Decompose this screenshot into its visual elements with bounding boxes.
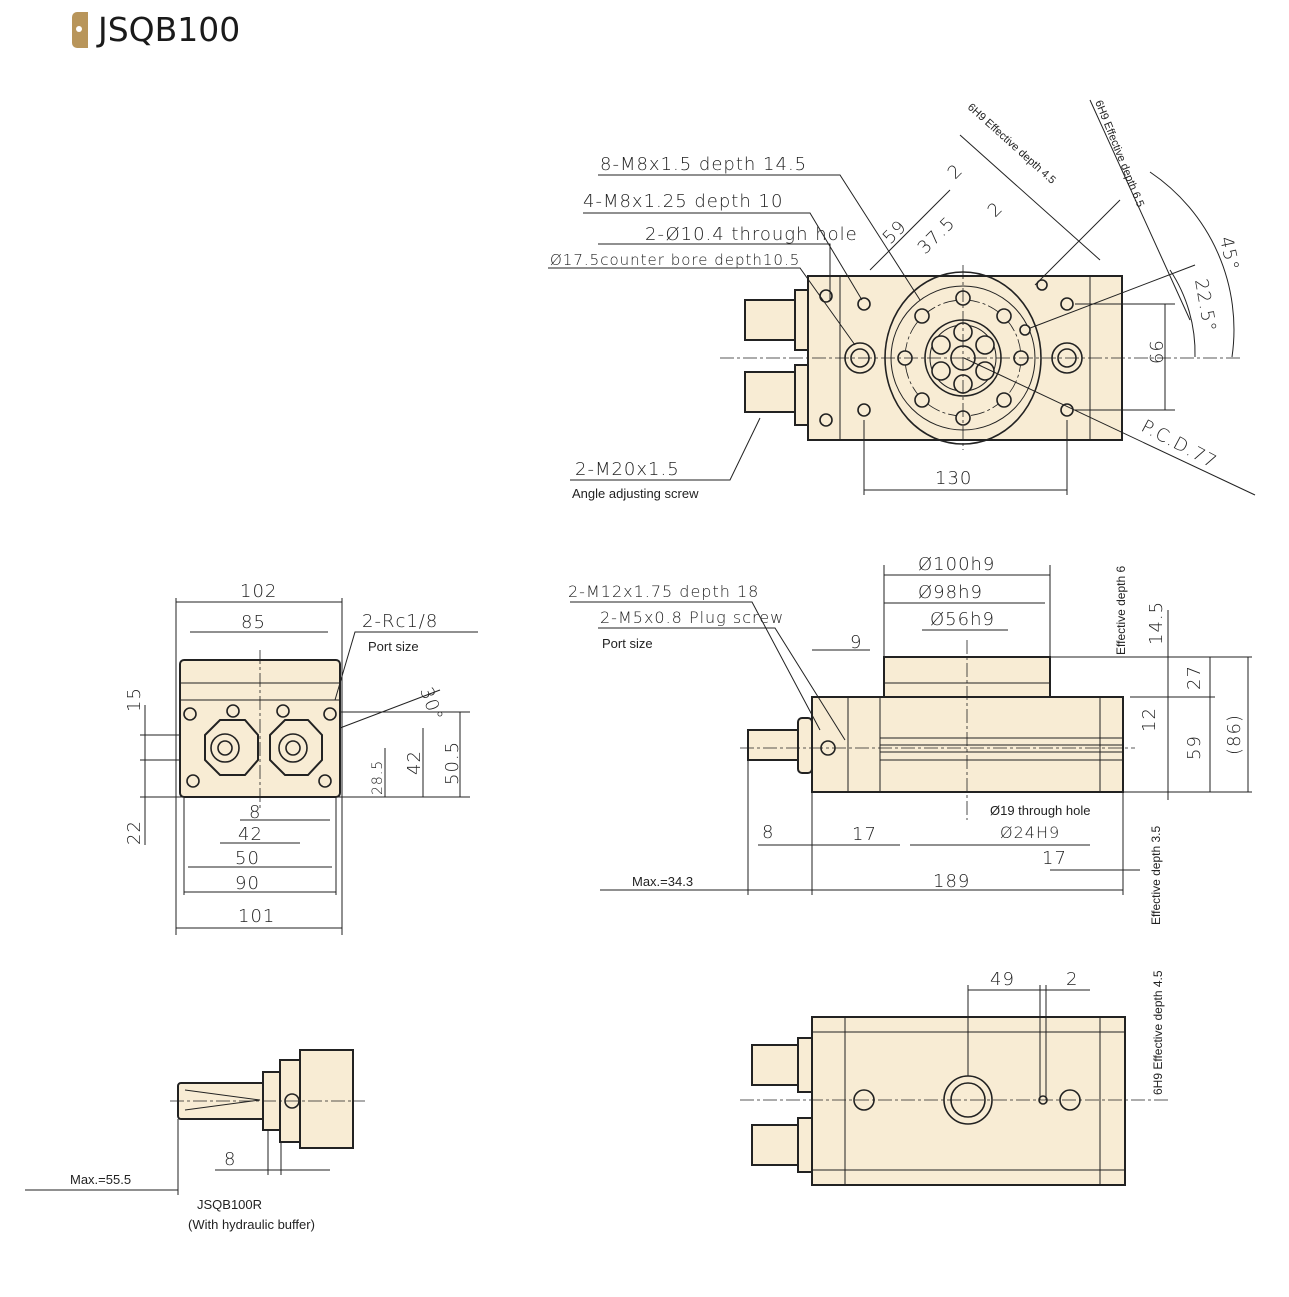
dim-49: 49: [990, 969, 1015, 990]
top-view: 8-M8x1.5 depth 14.5 4-M8x1.25 depth 10 2…: [548, 99, 1256, 501]
angle-45: 45°: [1215, 235, 1243, 274]
dim-17b: 17: [1042, 848, 1067, 869]
dim-d56: Ø56h9: [930, 609, 995, 630]
label-eff-depth-6: Effective depth 6: [1114, 566, 1128, 656]
dim-50: 50: [235, 848, 260, 869]
dim-8-buffer: 8: [224, 1149, 236, 1170]
dim-17a: 17: [852, 824, 877, 845]
label-through-hole: 2-Ø10.4 through hole: [645, 224, 858, 245]
label-max-34-3: Max.=34.3: [632, 874, 693, 889]
dim-130: 130: [935, 468, 972, 489]
dim-102: 102: [240, 581, 277, 602]
dim-90: 90: [235, 873, 260, 894]
dim-189: 189: [933, 871, 970, 892]
dim-pcd: P.C.D.77: [1138, 416, 1221, 473]
label-port-size: Port size: [602, 636, 653, 651]
dim-27: 27: [1184, 665, 1205, 690]
dim-99: 99: [1145, 340, 1166, 365]
angle-30: 30°: [415, 685, 447, 725]
dim-101: 101: [238, 906, 275, 927]
label-m5-plug: 2-M5x0.8 Plug screw: [600, 608, 784, 627]
dim-8-side: 8: [249, 802, 261, 823]
label-8-m8-depth: 8-M8x1.5 depth 14.5: [600, 154, 807, 175]
dim-12: 12: [1139, 707, 1160, 732]
dim-86: (86): [1224, 714, 1245, 755]
dim-22: 22: [124, 820, 145, 845]
dim-42-height: 42: [404, 750, 425, 775]
dim-d98: Ø98h9: [918, 582, 983, 603]
label-adjust-screw: 2-M20x1.5: [575, 459, 680, 480]
dim-9: 9: [850, 632, 862, 653]
dim-28-5: 28.5: [370, 760, 386, 795]
dim-59-height: 59: [1184, 735, 1205, 760]
front-view: Ø100h9 Ø98h9 Ø56h9 2-M12x1.75 depth 18 2…: [568, 554, 1252, 925]
page-title: JSQB100: [72, 10, 240, 49]
label-m12-depth: 2-M12x1.75 depth 18: [568, 582, 759, 601]
dim-2a: 2: [944, 160, 968, 184]
label-d19-hole: Ø19 through hole: [990, 803, 1090, 818]
label-eff-depth-3-5: Effective depth 3.5: [1149, 825, 1163, 925]
label-4-m8-depth: 4-M8x1.25 depth 10: [583, 191, 783, 212]
dim-d24: Ø24H9: [1000, 823, 1060, 842]
label-rc-port: 2-Rc1/8: [362, 611, 438, 632]
dim-50-5: 50.5: [442, 741, 463, 785]
label-adjust-screw-note: Angle adjusting screw: [572, 486, 699, 501]
bottom-view: 49 2 6H9 Effective depth 4.5: [740, 969, 1170, 1186]
dim-d100: Ø100h9: [918, 554, 995, 575]
label-bottom-pin: 6H9 Effective depth 4.5: [1151, 970, 1165, 1095]
label-side-port-size: Port size: [368, 639, 419, 654]
hub-holes: [931, 322, 995, 394]
dim-8: 8: [762, 822, 774, 843]
model-title: JSQB100: [98, 10, 241, 49]
title-badge-icon: [72, 11, 88, 48]
dim-14-5: 14.5: [1146, 601, 1167, 645]
dim-42-width: 42: [238, 824, 263, 845]
label-counter-bore: Ø17.5counter bore depth10.5: [550, 251, 800, 269]
dim-2b: 2: [984, 198, 1008, 222]
dim-85: 85: [241, 612, 266, 633]
label-pin1: 6H9 Effective depth 4.5: [965, 101, 1058, 186]
dim-15: 15: [124, 687, 145, 712]
side-view: 102 85 2-Rc1/8 Port size 15 30° 28.5 42 …: [124, 581, 478, 935]
label-buffer-note: (With hydraulic buffer): [188, 1217, 315, 1232]
angle-22-5: 22.5°: [1190, 277, 1220, 334]
label-buffer-model: JSQB100R: [197, 1197, 262, 1212]
label-pin2: 6H9 Effective depth 6.5: [1092, 99, 1146, 209]
label-max-55-5: Max.=55.5: [70, 1172, 131, 1187]
dim-2-bottom: 2: [1066, 969, 1078, 990]
buffer-view: 8 Max.=55.5 JSQB100R (With hydraulic buf…: [25, 1049, 365, 1232]
